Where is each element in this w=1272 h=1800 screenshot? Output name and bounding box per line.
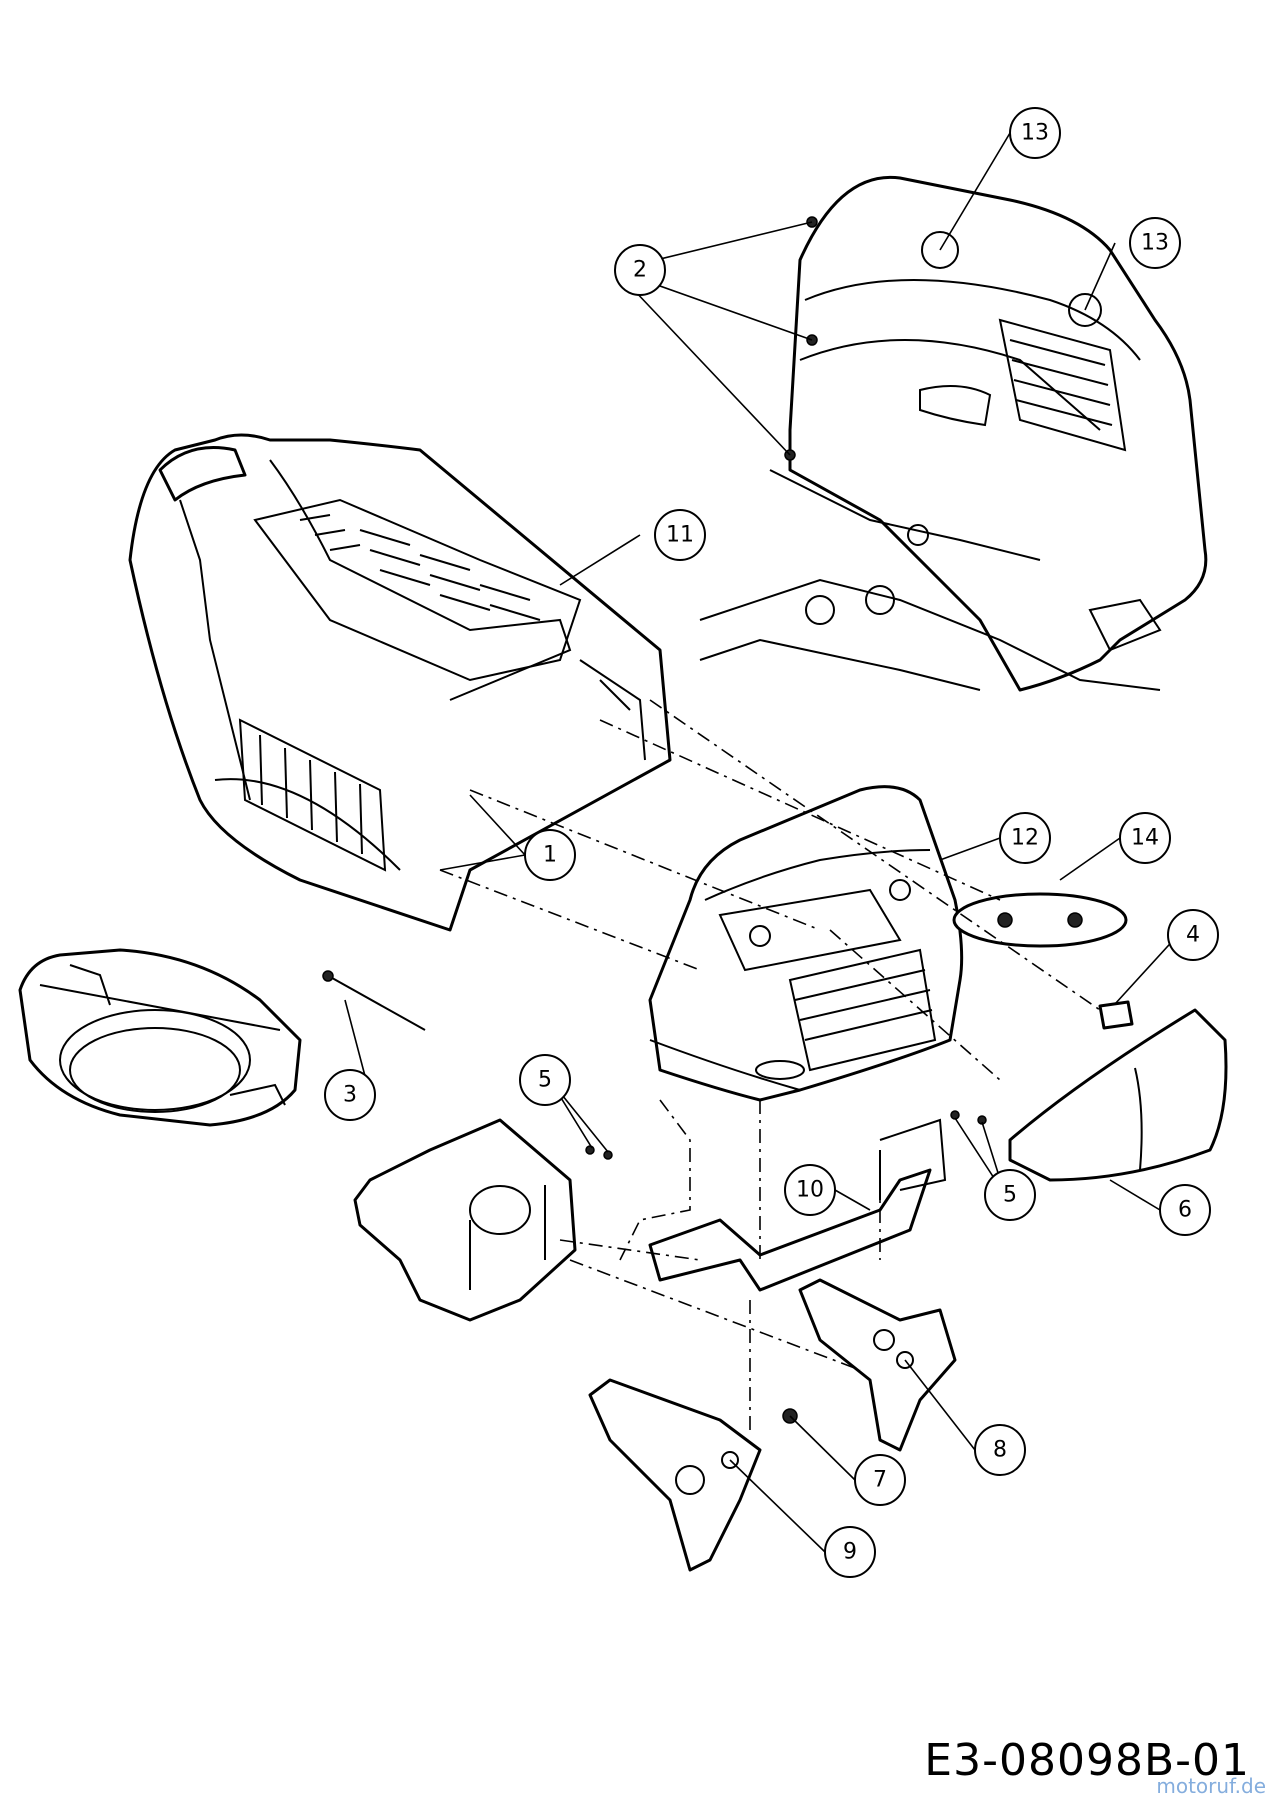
svg-text:2: 2: [633, 258, 647, 283]
callout-2: 2: [614, 244, 666, 296]
grille-nose-part-12: [648, 785, 964, 1102]
side-bracket-part-9: [588, 1378, 762, 1572]
callout-3: 3: [324, 1069, 376, 1121]
watermark-logo: motoruf.de: [1156, 1774, 1266, 1798]
svg-text:8: 8: [993, 1438, 1007, 1463]
svg-text:6: 6: [1178, 1198, 1192, 1223]
installed-hood-view: [699, 175, 1208, 692]
callout-13-top: 13: [1009, 107, 1061, 159]
callout-6: 6: [1159, 1184, 1211, 1236]
callout-7: 7: [854, 1454, 906, 1506]
callout-14: 14: [1119, 812, 1171, 864]
callout-10: 10: [784, 1164, 836, 1216]
svg-text:5: 5: [538, 1068, 552, 1093]
svg-text:13: 13: [1021, 121, 1049, 146]
decal-part-14: [952, 892, 1128, 948]
svg-text:5: 5: [1003, 1183, 1017, 1208]
callout-12: 12: [999, 812, 1051, 864]
hood-vent-slots: [299, 514, 541, 621]
side-bracket-part-8: [798, 1278, 957, 1452]
shroud-part: [18, 948, 302, 1127]
plug-part-4: [1098, 1000, 1134, 1030]
svg-text:7: 7: [873, 1468, 887, 1493]
svg-text:12: 12: [1011, 826, 1039, 851]
svg-text:14: 14: [1131, 826, 1159, 851]
callout-5-left: 5: [519, 1054, 571, 1106]
svg-text:4: 4: [1186, 923, 1200, 948]
callout-13-right: 13: [1129, 217, 1181, 269]
callout-5-right: 5: [984, 1169, 1036, 1221]
svg-text:3: 3: [343, 1083, 357, 1108]
callout-4: 4: [1167, 909, 1219, 961]
svg-text:10: 10: [796, 1178, 824, 1203]
leader-lines: [344, 132, 1179, 1553]
drawing-number: E3-08098B-01: [924, 1735, 1250, 1786]
bumper-part-6: [1008, 1008, 1228, 1182]
hood-part-11: [128, 433, 672, 932]
screws-part-5: [585, 1110, 987, 1160]
assembly-lines: [439, 699, 1101, 1430]
svg-text:13: 13: [1141, 231, 1169, 256]
bracket-part-10: [648, 1118, 947, 1292]
callout-8: 8: [974, 1424, 1026, 1476]
cable-tie-part-3: [322, 970, 426, 1031]
svg-text:11: 11: [666, 523, 694, 548]
mount-plate: [353, 1118, 577, 1322]
svg-text:1: 1: [543, 843, 557, 868]
callout-1: 1: [524, 829, 576, 881]
svg-text:9: 9: [843, 1540, 857, 1565]
callout-9: 9: [824, 1526, 876, 1578]
callout-11: 11: [654, 509, 706, 561]
